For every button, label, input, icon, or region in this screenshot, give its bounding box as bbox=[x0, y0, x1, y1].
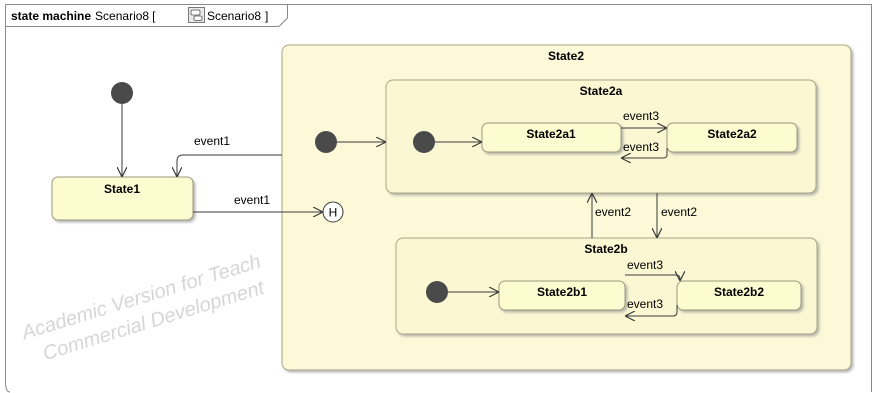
frame-keyword: state machine bbox=[11, 9, 91, 23]
transition-state2b1-to-state2b2[interactable] bbox=[625, 275, 680, 281]
initial-pseudostate-state2[interactable] bbox=[315, 131, 337, 153]
transition-label-state1-to-history: event1 bbox=[234, 193, 270, 207]
transition-state2-to-state1[interactable] bbox=[177, 154, 282, 177]
transition-label-state2a1-to-state2a2: event3 bbox=[623, 109, 659, 123]
watermark: Academic Version for Teach Commercial De… bbox=[18, 251, 268, 366]
frame-ref: Scenario8] bbox=[207, 9, 268, 23]
frame-border bbox=[5, 4, 872, 392]
state2a-label: State2a bbox=[580, 84, 623, 98]
frame-header: state machine Scenario8[ bbox=[11, 9, 156, 23]
state2-label: State2 bbox=[548, 49, 584, 63]
history-label: H bbox=[329, 206, 338, 220]
state2b1-label: State2b1 bbox=[537, 285, 587, 299]
initial-pseudostate-state2a[interactable] bbox=[413, 131, 435, 153]
transition-label-state2b1-to-state2b2: event3 bbox=[627, 258, 663, 272]
initial-pseudostate-state2b[interactable] bbox=[426, 281, 448, 303]
transition-state2b2-to-state2b1[interactable] bbox=[625, 305, 678, 316]
frame-open-bracket: [ bbox=[152, 9, 156, 23]
transition-state2a2-to-state2a1[interactable] bbox=[621, 148, 668, 158]
state-state2a1[interactable]: State2a1 bbox=[481, 122, 622, 153]
frame-left-border bbox=[5, 4, 11, 393]
state1-label: State1 bbox=[104, 182, 140, 196]
initial-pseudostate-top[interactable] bbox=[111, 82, 133, 104]
frame-ref-name: Scenario8 bbox=[207, 9, 261, 23]
state2a2-label: State2a2 bbox=[707, 127, 757, 141]
state-state2b1[interactable]: State2b1 bbox=[498, 280, 626, 311]
state2b-label: State2b bbox=[584, 242, 627, 256]
state-state1[interactable]: State1 bbox=[51, 176, 194, 221]
frame-name: Scenario8 bbox=[95, 9, 149, 23]
state-machine-icon bbox=[188, 7, 205, 23]
transition-label-state2-to-state1: event1 bbox=[194, 134, 230, 148]
state2b2-label: State2b2 bbox=[714, 285, 764, 299]
frame-header-tab bbox=[5, 4, 288, 27]
transition-label-state2b-to-state2a: event2 bbox=[595, 205, 631, 219]
state-state2b2[interactable]: State2b2 bbox=[676, 280, 802, 311]
transition-label-state2a2-to-state2a1: event3 bbox=[623, 140, 659, 154]
history-pseudostate[interactable]: H bbox=[322, 201, 344, 223]
transition-label-state2b2-to-state2b1: event3 bbox=[627, 297, 663, 311]
state2a1-label: State2a1 bbox=[526, 127, 576, 141]
frame-close-bracket: ] bbox=[265, 9, 268, 23]
state-state2a2[interactable]: State2a2 bbox=[666, 122, 798, 153]
transition-label-state2a-to-state2b: event2 bbox=[661, 205, 697, 219]
